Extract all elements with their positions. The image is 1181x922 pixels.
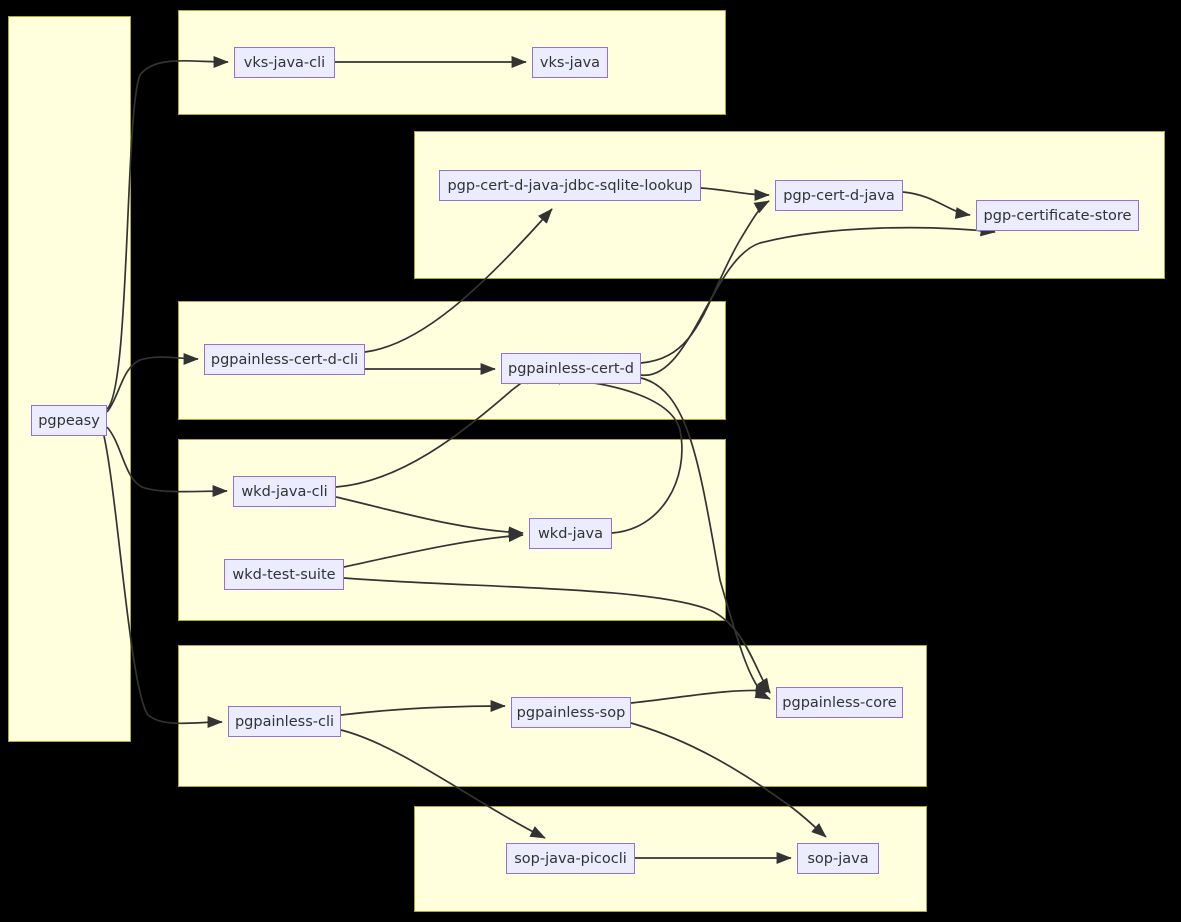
node-pgpainless-cli[interactable]: pgpainless-cli xyxy=(228,706,341,737)
node-wkd-java-cli[interactable]: wkd-java-cli xyxy=(233,476,336,507)
node-wkd-test-suite[interactable]: wkd-test-suite xyxy=(224,559,344,590)
node-pgpainless-sop[interactable]: pgpainless-sop xyxy=(511,697,631,728)
node-pgpainless-cert-d[interactable]: pgpainless-cert-d xyxy=(501,353,641,384)
node-pgpainless-cert-d-cli[interactable]: pgpainless-cert-d-cli xyxy=(204,344,365,375)
node-vks-java-cli[interactable]: vks-java-cli xyxy=(234,47,335,78)
node-pgpeasy[interactable]: pgpeasy xyxy=(31,405,107,436)
node-sop-java-picocli[interactable]: sop-java-picocli xyxy=(506,843,635,874)
node-pgp-cert-d-java[interactable]: pgp-cert-d-java xyxy=(775,180,903,211)
node-pgp-certificate-store[interactable]: pgp-certificate-store xyxy=(976,200,1139,231)
node-wkd-java[interactable]: wkd-java xyxy=(529,518,612,549)
cluster-pgpeasy xyxy=(8,16,131,742)
node-pgp-cert-d-java-jdbc-sqlite-lookup[interactable]: pgp-cert-d-java-jdbc-sqlite-lookup xyxy=(439,170,701,201)
node-vks-java[interactable]: vks-java xyxy=(532,47,608,78)
cluster-wkd-java xyxy=(178,439,726,621)
node-pgpainless-core[interactable]: pgpainless-core xyxy=(776,687,903,718)
node-sop-java[interactable]: sop-java xyxy=(797,843,879,874)
